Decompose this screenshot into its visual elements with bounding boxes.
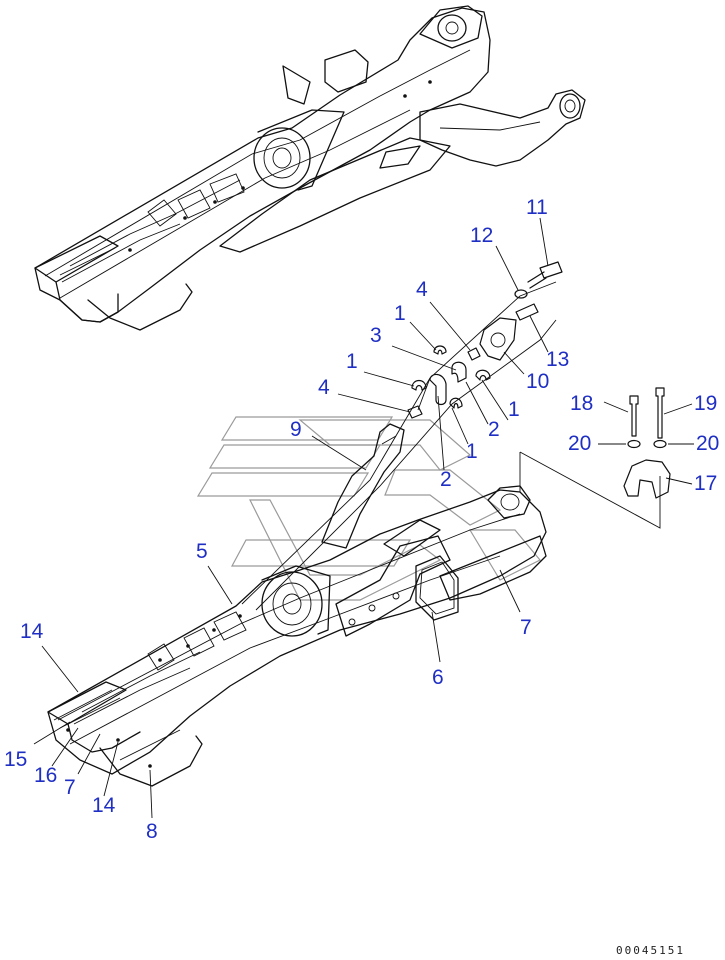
callout-17: 17 (694, 472, 717, 495)
callout-20: 20 (696, 432, 719, 455)
callout-4: 4 (416, 278, 428, 301)
callout-6: 6 (432, 666, 444, 689)
callout-1: 1 (508, 398, 520, 421)
callout-12: 12 (470, 224, 493, 247)
callout-5: 5 (196, 540, 208, 563)
assembly-lines (241, 281, 661, 611)
bushing-1b (411, 379, 427, 391)
callout-10: 10 (526, 370, 549, 393)
washer-20b (653, 439, 667, 449)
callout-1: 1 (394, 302, 406, 325)
upper-frame-assembly (34, 5, 586, 331)
bolt-11 (527, 261, 563, 289)
bushing-2a (475, 369, 491, 381)
lower-frame-assembly (47, 423, 547, 787)
callout-7: 7 (520, 616, 532, 639)
callout-15: 15 (4, 748, 27, 771)
callout-8: 8 (146, 820, 158, 843)
watermark-logo (196, 416, 541, 601)
callout-7: 7 (64, 776, 76, 799)
callout-11: 11 (526, 196, 548, 219)
bushing-2b (449, 397, 463, 409)
bushing-3 (451, 361, 467, 383)
bolt-19 (655, 387, 665, 439)
bushing-1a (433, 345, 447, 355)
callout-2: 2 (488, 418, 500, 441)
small-parts-group (407, 261, 671, 499)
bolt-18 (629, 395, 639, 437)
document-number: 00045151 (616, 944, 685, 957)
fitting-13 (515, 303, 539, 321)
callout-9: 9 (290, 418, 302, 441)
callout-14: 14 (20, 620, 44, 643)
callout-16: 16 (34, 764, 57, 787)
leader-lines (33, 217, 694, 819)
callout-4: 4 (318, 376, 330, 399)
bracket-10 (479, 317, 517, 361)
washer-20a (627, 439, 641, 449)
callout-1: 1 (346, 350, 358, 373)
callout-3: 3 (370, 324, 382, 347)
callout-13: 13 (546, 348, 569, 371)
washer-12 (514, 289, 528, 299)
callout-2: 2 (440, 468, 452, 491)
callout-18: 18 (570, 392, 593, 415)
pin-4a (467, 347, 481, 361)
callout-19: 19 (694, 392, 717, 415)
callout-14: 14 (92, 794, 116, 817)
callout-1: 1 (466, 440, 478, 463)
callout-labels: 11 12 4 1 3 1 4 13 10 1 2 1 2 9 18 19 20… (4, 196, 719, 843)
callout-20: 20 (568, 432, 591, 455)
clamp-17 (623, 459, 671, 499)
